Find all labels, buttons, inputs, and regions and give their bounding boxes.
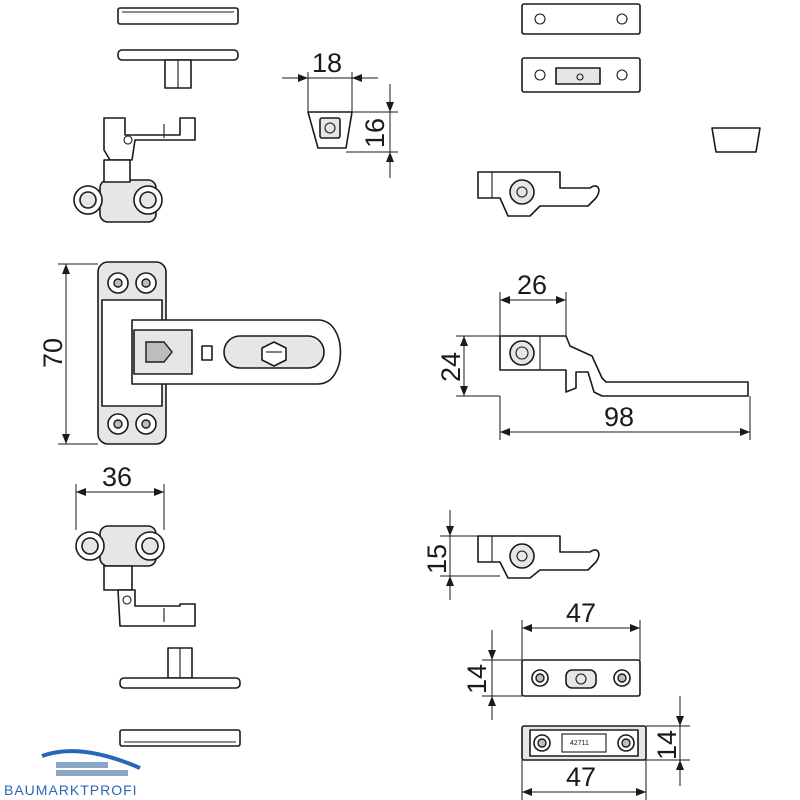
dimension-14-left: 14 — [462, 630, 522, 720]
part-marking: 42711 — [570, 740, 589, 747]
brand-name: BAUMARKTPROFI — [4, 782, 138, 798]
dimension-70-label: 70 — [38, 338, 68, 368]
hinge-assembly-bottom — [75, 525, 196, 627]
dimension-26: 26 — [499, 270, 567, 336]
espag-keeper-bottom — [477, 535, 600, 579]
dimension-24-label: 24 — [436, 352, 466, 382]
hinge-main-front-view — [97, 261, 342, 445]
dimension-36: 36 — [75, 462, 165, 530]
cover-plate-top — [117, 7, 239, 25]
dimension-16: 16 — [346, 84, 398, 178]
strike-plate-top — [521, 3, 641, 35]
dimension-14-right-label: 14 — [652, 730, 682, 760]
dimension-47-top-label: 47 — [566, 598, 596, 628]
dimension-70: 70 — [38, 263, 98, 445]
dimension-18: 18 — [282, 48, 378, 112]
handle-side-view — [499, 335, 749, 397]
mounting-plate-with-pin-bottom — [119, 647, 241, 689]
end-cap — [711, 127, 761, 153]
dimension-16-label: 16 — [360, 118, 390, 148]
mounting-plate-with-pin — [117, 49, 239, 89]
striker-block-small — [307, 111, 353, 149]
strike-plate-lower — [521, 659, 641, 697]
dimension-47-top: 47 — [521, 598, 641, 660]
dimension-24: 24 — [436, 335, 500, 397]
dimension-47-bottom: 47 — [521, 760, 647, 800]
dimension-36-label: 36 — [102, 462, 132, 492]
dimension-26-label: 26 — [517, 270, 547, 300]
cover-plate-bottom — [119, 729, 241, 747]
dimension-14-right: 14 — [646, 696, 690, 786]
strike-plate-marked: 42711 — [521, 725, 647, 761]
dimension-15-label: 15 — [422, 544, 452, 574]
dimension-15: 15 — [422, 510, 500, 600]
espag-keeper-top — [477, 171, 600, 217]
dimension-47-bottom-label: 47 — [566, 762, 596, 792]
dimension-98-label: 98 — [604, 402, 634, 432]
brand-logo-icon — [41, 749, 141, 776]
dimension-14-left-label: 14 — [462, 664, 492, 694]
hinge-assembly-top — [73, 117, 196, 223]
dimension-98: 98 — [499, 396, 751, 440]
strike-plate-slotted — [521, 57, 641, 93]
dimension-18-label: 18 — [312, 48, 342, 78]
